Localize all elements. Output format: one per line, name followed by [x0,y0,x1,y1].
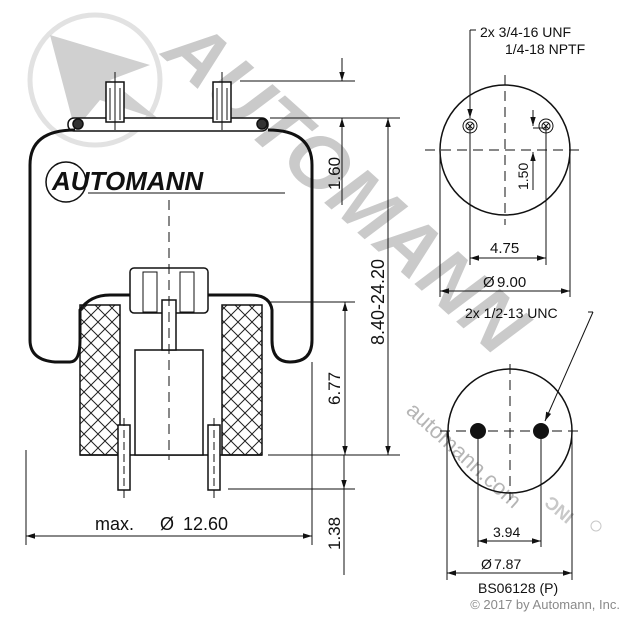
logo-text: AUTOMANN [51,166,204,196]
dim-top-bolt-spacing: 4.75 [490,240,519,257]
side-dimensions [25,58,400,575]
part-number: BS06128 (P) [478,580,559,596]
dim-top-offset: 1.50 [515,163,531,190]
automann-logo: AUTOMANN [45,161,285,203]
top-bead-plate [67,117,269,132]
watermark-arrow-logo [50,35,160,130]
dim-max-diameter-label: max. [95,514,134,534]
logo-circle-icon [45,161,87,203]
copyright-notice: © 2017 by Automann, Inc. [470,597,620,612]
bead-right [256,118,268,130]
watermark-url-text: automann.com [402,397,527,513]
bead-left [72,118,84,130]
watermark-circle [27,12,163,148]
bottom-view [440,311,594,580]
dim-top-to-plate: 1.60 [325,157,344,190]
top-callout-thread: 2x 3/4-16 UNF [480,24,571,40]
diameter-symbol: Ø [160,514,174,534]
dim-max-diameter: 12.60 [183,514,228,534]
dim-bottom-bolt-spacing: 3.94 [493,524,520,540]
bellows-outline [28,128,314,364]
dim-bottom-diameter: 7.87 [494,556,521,572]
watermark-registered-icon [590,520,602,532]
bottom-callout-thread: 2x 1/2-13 UNC [465,305,558,321]
piston-left-hatch [79,304,121,456]
top-view [425,29,585,297]
side-view: AUTOMANN [28,72,314,498]
dim-piston-height: 6.77 [325,372,344,405]
diameter-symbol: Ø [483,274,495,291]
dim-height-range: 8.40-24.20 [368,259,388,345]
diameter-symbol: Ø [481,556,492,572]
center-bolt [161,299,177,351]
piston-right-hatch [221,304,263,456]
top-callout-fitting: 1/4-18 NPTF [505,41,585,57]
dim-top-diameter: 9.00 [497,274,526,291]
dim-stud-length: 1.38 [325,517,344,550]
